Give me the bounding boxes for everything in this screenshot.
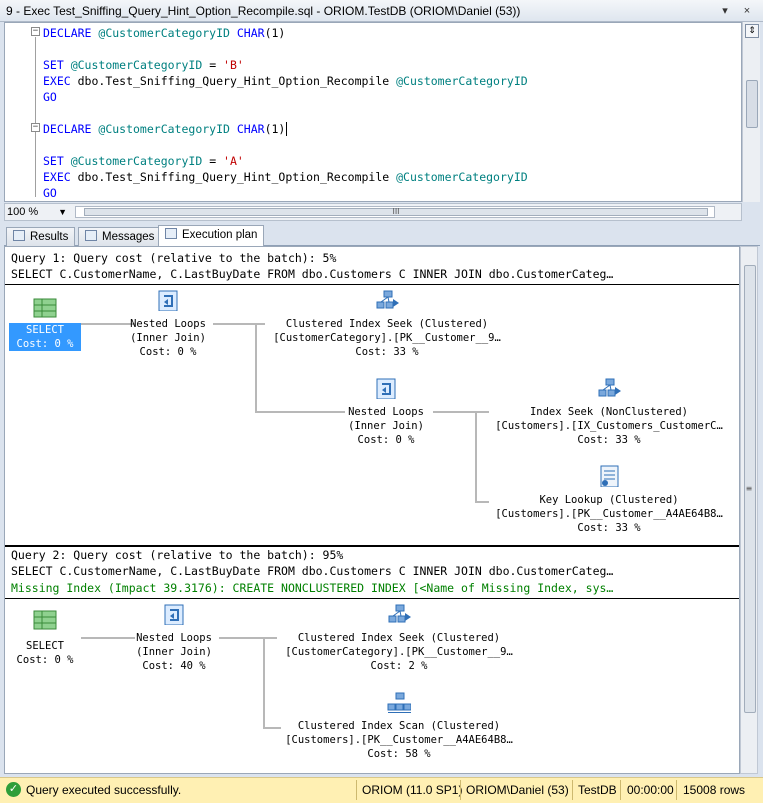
missing-index-hint[interactable]: Missing Index (Impact 39.3176): CREATE N…	[11, 581, 614, 595]
nested-loops-icon	[164, 604, 184, 625]
plan-node-clustered-index-scan[interactable]: Clustered Index Scan (Clustered) [Custom…	[277, 691, 521, 761]
plan-node-clustered-index-seek[interactable]: Clustered Index Seek (Clustered) [Custom…	[277, 603, 521, 673]
status-divider	[572, 780, 573, 800]
separator	[5, 545, 739, 547]
editor-horizontal-scrollbar[interactable]: III	[75, 206, 715, 218]
plan-arrow	[77, 323, 135, 325]
table-icon	[33, 298, 57, 318]
status-database: TestDB	[578, 783, 617, 797]
status-divider	[460, 780, 461, 800]
query1-sql: SELECT C.CustomerName, C.LastBuyDate FRO…	[11, 267, 614, 281]
window-title: 9 - Exec Test_Sniffing_Query_Hint_Option…	[6, 4, 521, 18]
chevron-down-icon: ▼	[58, 207, 67, 217]
tab-results[interactable]: Results	[6, 227, 76, 246]
status-divider	[620, 780, 621, 800]
scroll-grip-icon: ≡	[745, 484, 753, 493]
plan-arrow	[255, 325, 257, 411]
status-elapsed: 00:00:00	[627, 783, 674, 797]
plan-arrow	[81, 637, 135, 639]
plan-node-index-seek[interactable]: Index Seek (NonClustered) [Customers].[I…	[487, 377, 731, 447]
code-line: SET @CustomerCategoryID = 'A'	[43, 154, 244, 168]
split-icon[interactable]: ⇕	[745, 24, 759, 38]
separator	[5, 284, 739, 285]
index-seek-icon	[376, 290, 399, 309]
plan-arrow	[475, 413, 477, 501]
plan-arrow	[475, 501, 489, 503]
execution-plan-icon	[165, 228, 177, 239]
scroll-thumb[interactable]	[746, 80, 758, 128]
execution-plan-pane: Query 1: Query cost (relative to the bat…	[4, 246, 740, 774]
table-icon	[33, 610, 57, 630]
sql-editor[interactable]: − − DECLARE @CustomerCategoryID CHAR(1) …	[4, 22, 742, 202]
code-line: GO	[43, 186, 57, 200]
query2-sql: SELECT C.CustomerName, C.LastBuyDate FRO…	[11, 564, 614, 578]
editor-gutter	[5, 23, 23, 201]
status-divider	[676, 780, 677, 800]
code-line: DECLARE @CustomerCategoryID CHAR(1)	[43, 122, 288, 136]
collapse-icon[interactable]: −	[31, 122, 40, 132]
window-menu-icon[interactable]: ▾	[722, 5, 728, 17]
query1-header: Query 1: Query cost (relative to the bat…	[11, 251, 337, 265]
messages-icon	[85, 230, 97, 241]
window-title-bar: 9 - Exec Test_Sniffing_Query_Hint_Option…	[0, 0, 763, 22]
plan-node-select[interactable]: SELECT Cost: 0 %	[9, 297, 81, 351]
plan-vertical-scrollbar[interactable]: ≡	[740, 246, 758, 774]
index-seek-icon	[598, 378, 621, 397]
status-user: ORIOM\Daniel (53)	[466, 783, 569, 797]
code-line: DECLARE @CustomerCategoryID CHAR(1)	[43, 26, 286, 40]
index-scan-icon	[387, 692, 411, 713]
scroll-thumb[interactable]	[744, 265, 756, 713]
nested-loops-icon	[376, 378, 396, 399]
results-tabs: Results Messages Execution plan	[4, 224, 760, 247]
key-lookup-icon	[600, 465, 619, 487]
code-line: EXEC dbo.Test_Sniffing_Query_Hint_Option…	[43, 74, 528, 88]
status-bar: ✓ Query executed successfully. ORIOM (11…	[0, 777, 763, 803]
status-server: ORIOM (11.0 SP1)	[362, 783, 463, 797]
status-message: Query executed successfully.	[26, 783, 182, 797]
code-line: EXEC dbo.Test_Sniffing_Query_Hint_Option…	[43, 170, 528, 184]
status-divider	[356, 780, 357, 800]
index-seek-icon	[388, 604, 411, 623]
plan-arrow	[213, 323, 265, 325]
code-line: GO	[43, 90, 57, 104]
plan-arrow	[433, 411, 489, 413]
editor-vertical-scrollbar[interactable]: ⇕	[742, 22, 760, 202]
plan-node-clustered-index-seek[interactable]: Clustered Index Seek (Clustered) [Custom…	[265, 289, 509, 359]
tab-execution-plan[interactable]: Execution plan	[158, 225, 265, 247]
zoom-select[interactable]: 100 %▼	[7, 206, 67, 218]
plan-node-select[interactable]: SELECT Cost: 0 %	[9, 609, 81, 667]
scroll-thumb[interactable]: III	[84, 208, 708, 216]
close-icon[interactable]: ×	[743, 5, 751, 17]
grid-icon	[13, 230, 25, 241]
status-rows: 15008 rows	[683, 783, 746, 797]
editor-footer: 100 %▼ III	[4, 203, 742, 221]
plan-arrow	[219, 637, 277, 639]
code-line: SET @CustomerCategoryID = 'B'	[43, 58, 244, 72]
query2-header: Query 2: Query cost (relative to the bat…	[11, 548, 344, 562]
plan-arrow	[255, 411, 345, 413]
success-icon: ✓	[6, 782, 21, 797]
plan-arrow	[263, 727, 281, 729]
nested-loops-icon	[158, 290, 178, 311]
plan-arrow	[263, 639, 265, 727]
fold-line	[35, 37, 36, 197]
tab-messages[interactable]: Messages	[78, 227, 162, 246]
plan-node-nested-loops[interactable]: Nested Loops (Inner Join) Cost: 0 %	[331, 377, 441, 447]
separator	[5, 598, 739, 599]
collapse-icon[interactable]: −	[31, 26, 40, 36]
plan-node-nested-loops[interactable]: Nested Loops (Inner Join) Cost: 40 %	[119, 603, 229, 673]
plan-node-nested-loops[interactable]: Nested Loops (Inner Join) Cost: 0 %	[113, 289, 223, 359]
plan-node-key-lookup[interactable]: Key Lookup (Clustered) [Customers].[PK__…	[487, 465, 731, 535]
